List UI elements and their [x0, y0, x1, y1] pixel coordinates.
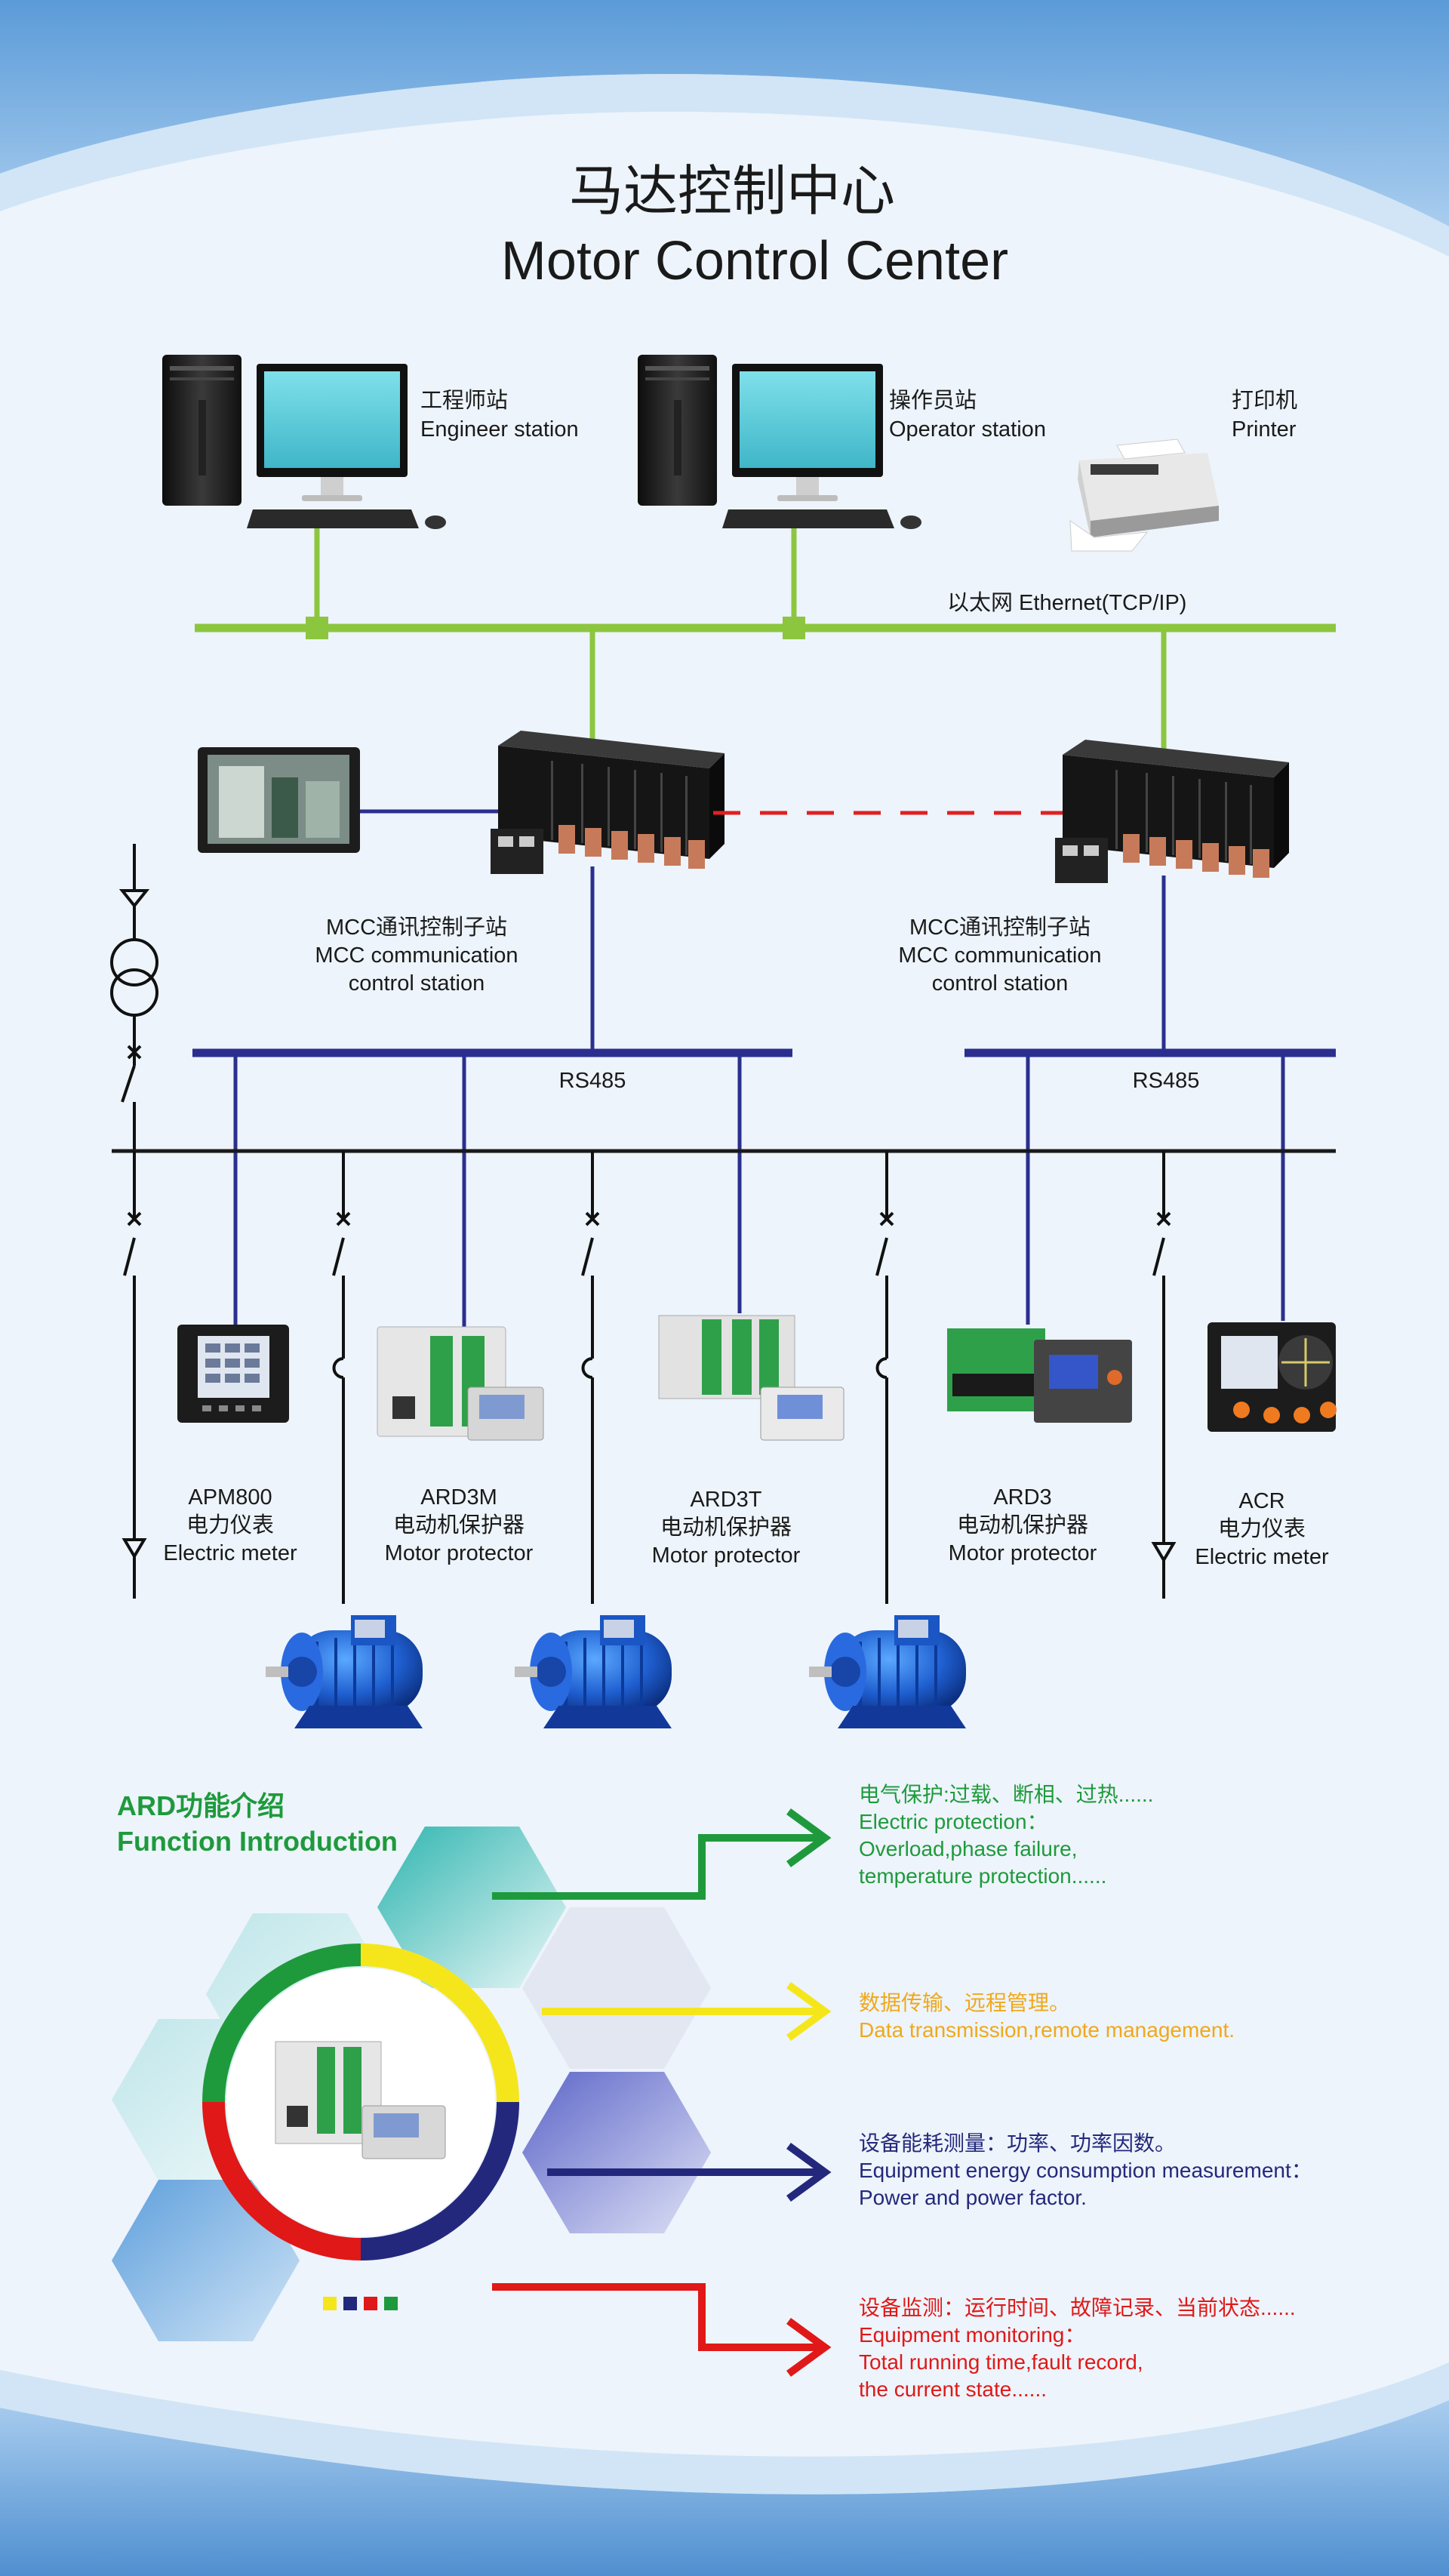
- device-model: APM800: [188, 1485, 272, 1510]
- function-line: Overload,phase failure,: [859, 1837, 1078, 1860]
- function-line: Electric protection：: [859, 1810, 1048, 1833]
- substation-left-cn: MCC通讯控制子站: [326, 915, 507, 940]
- feeder-branches: [122, 1151, 1177, 1604]
- function-line: Equipment energy consumption measurement…: [859, 2159, 1312, 2182]
- function-ring: [202, 1944, 519, 2261]
- substation-right-cn: MCC通讯控制子站: [909, 915, 1091, 940]
- device-en: Motor protector: [385, 1541, 534, 1565]
- function-item-data-transmission: 数据传输、远程管理。 Data transmission,remote mana…: [859, 1990, 1235, 2044]
- apm800-meter: [177, 1325, 289, 1423]
- hmi-touch-panel: [198, 747, 360, 853]
- device-model: ARD3: [993, 1485, 1051, 1510]
- function-arrows: [492, 1808, 832, 2377]
- device-en: Motor protector: [949, 1541, 1097, 1565]
- device-en: Motor protector: [652, 1543, 801, 1568]
- ethernet-label: 以太网 Ethernet(TCP/IP): [947, 590, 1186, 615]
- printer-label-en: Printer: [1232, 417, 1297, 442]
- function-line: 数据传输、远程管理。: [859, 1991, 1071, 2014]
- device-cn: 电力仪表: [186, 1513, 274, 1537]
- engineer-station-label-cn: 工程师站: [420, 388, 508, 413]
- operator-station-label-en: Operator station: [889, 417, 1046, 442]
- device-en: Electric meter: [1195, 1545, 1329, 1569]
- incoming-supply-line: [110, 844, 158, 1151]
- function-intro-title-en: Function Introduction: [117, 1826, 398, 1857]
- top-wave-light: [0, 74, 1449, 257]
- printer-label-cn: 打印机: [1232, 388, 1297, 413]
- rs485-network: [192, 866, 1336, 1328]
- device-en: Electric meter: [163, 1541, 297, 1565]
- device-cn: 电动机保护器: [957, 1513, 1088, 1537]
- rs485-label-left: RS485: [559, 1069, 626, 1093]
- function-line: Data transmission,remote management.: [859, 2018, 1235, 2042]
- bottom-wave: [0, 2400, 1449, 2576]
- acr-meter: [1208, 1322, 1337, 1432]
- rs485-label-right: RS485: [1133, 1069, 1200, 1093]
- title-en: Motor Control Center: [501, 231, 1008, 291]
- function-line: 设备能耗测量：功率、功率因数。: [859, 2131, 1177, 2155]
- device-model: ARD3M: [420, 1485, 497, 1510]
- ethernet-node: [306, 617, 328, 639]
- function-line: Power and power factor.: [859, 2186, 1087, 2209]
- function-intro-title-cn: ARD功能介绍: [117, 1790, 285, 1821]
- function-item-energy-measurement: 设备能耗测量：功率、功率因数。 Equipment energy consump…: [859, 2130, 1312, 2211]
- function-line: the current state......: [859, 2377, 1048, 2401]
- ethernet-node: [783, 617, 805, 639]
- function-item-equipment-monitoring: 设备监测：运行时间、故障记录、当前状态...... Equipment moni…: [859, 2294, 1296, 2403]
- device-model: ARD3T: [690, 1488, 761, 1512]
- device-cn: 电动机保护器: [660, 1515, 792, 1540]
- operator-station-label-cn: 操作员站: [889, 388, 977, 413]
- device-cn: 电动机保护器: [393, 1513, 525, 1537]
- title-cn: 马达控制中心: [569, 159, 895, 223]
- ard3t-protector: [658, 1315, 844, 1441]
- ard3-protector: [947, 1328, 1132, 1423]
- ard3m-protector: [377, 1326, 544, 1441]
- function-line: 设备监测：运行时间、故障记录、当前状态......: [859, 2296, 1296, 2319]
- substation-right-en2: control station: [932, 971, 1069, 996]
- printer-icon: [1069, 439, 1219, 552]
- substation-left-en1: MCC communication: [315, 943, 518, 968]
- top-wave: [0, 0, 1449, 226]
- device-model: ACR: [1238, 1489, 1284, 1513]
- function-line: 电气保护:过载、断相、过热......: [859, 1783, 1154, 1806]
- function-line: temperature protection......: [859, 1864, 1107, 1888]
- device-cn: 电力仪表: [1218, 1516, 1306, 1541]
- function-item-electric-protection: 电气保护:过载、断相、过热...... Electric protection：…: [859, 1781, 1153, 1890]
- substation-left-en2: control station: [349, 971, 485, 996]
- function-line: Equipment monitoring：: [859, 2323, 1086, 2347]
- engineer-station-label-en: Engineer station: [420, 417, 579, 442]
- substation-right-en1: MCC communication: [898, 943, 1101, 968]
- function-line: Total running time,fault record,: [859, 2350, 1143, 2374]
- color-squares: [323, 2297, 398, 2310]
- bottom-wave-light: [0, 2362, 1449, 2494]
- ard-device-image: [275, 2041, 446, 2159]
